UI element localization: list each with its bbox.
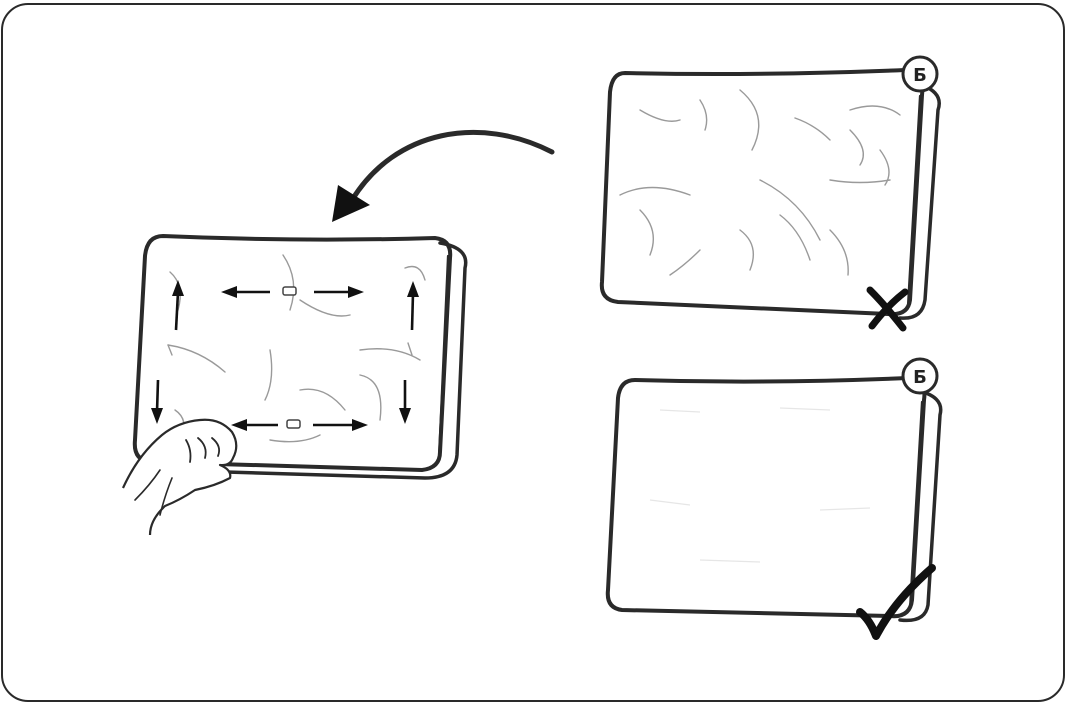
correct-panel: Б xyxy=(605,357,943,640)
pillow-side xyxy=(158,241,468,480)
stuffing-lines xyxy=(619,89,901,276)
arrow-down-right-icon xyxy=(399,380,411,424)
badge-b: Б xyxy=(901,55,939,93)
arrow-right-top-icon xyxy=(314,286,364,298)
arrow-left-bottom-icon xyxy=(231,419,278,431)
badge-label: Б xyxy=(913,65,927,86)
pillow-side xyxy=(898,388,943,623)
faint-texture xyxy=(649,407,871,563)
arrow-left-top-icon xyxy=(221,286,270,298)
curved-arrow-icon xyxy=(332,129,555,222)
pillow-front xyxy=(605,376,927,619)
hand-icon xyxy=(121,418,238,536)
check-icon xyxy=(856,564,936,640)
wrong-panel: Б xyxy=(599,55,941,332)
arrow-down-left-icon xyxy=(151,379,163,424)
pillow-front xyxy=(599,68,925,317)
arrow-up-right-icon xyxy=(407,281,419,331)
badge-b: Б xyxy=(901,357,939,395)
arrow-up-left-icon xyxy=(172,280,184,331)
arrow-right-bottom-icon xyxy=(313,419,368,431)
shake-panel xyxy=(121,234,468,536)
page-border xyxy=(1,3,1065,702)
stuffing-lines xyxy=(167,254,426,443)
cross-icon xyxy=(866,286,909,332)
badge-label: Б xyxy=(913,367,927,388)
